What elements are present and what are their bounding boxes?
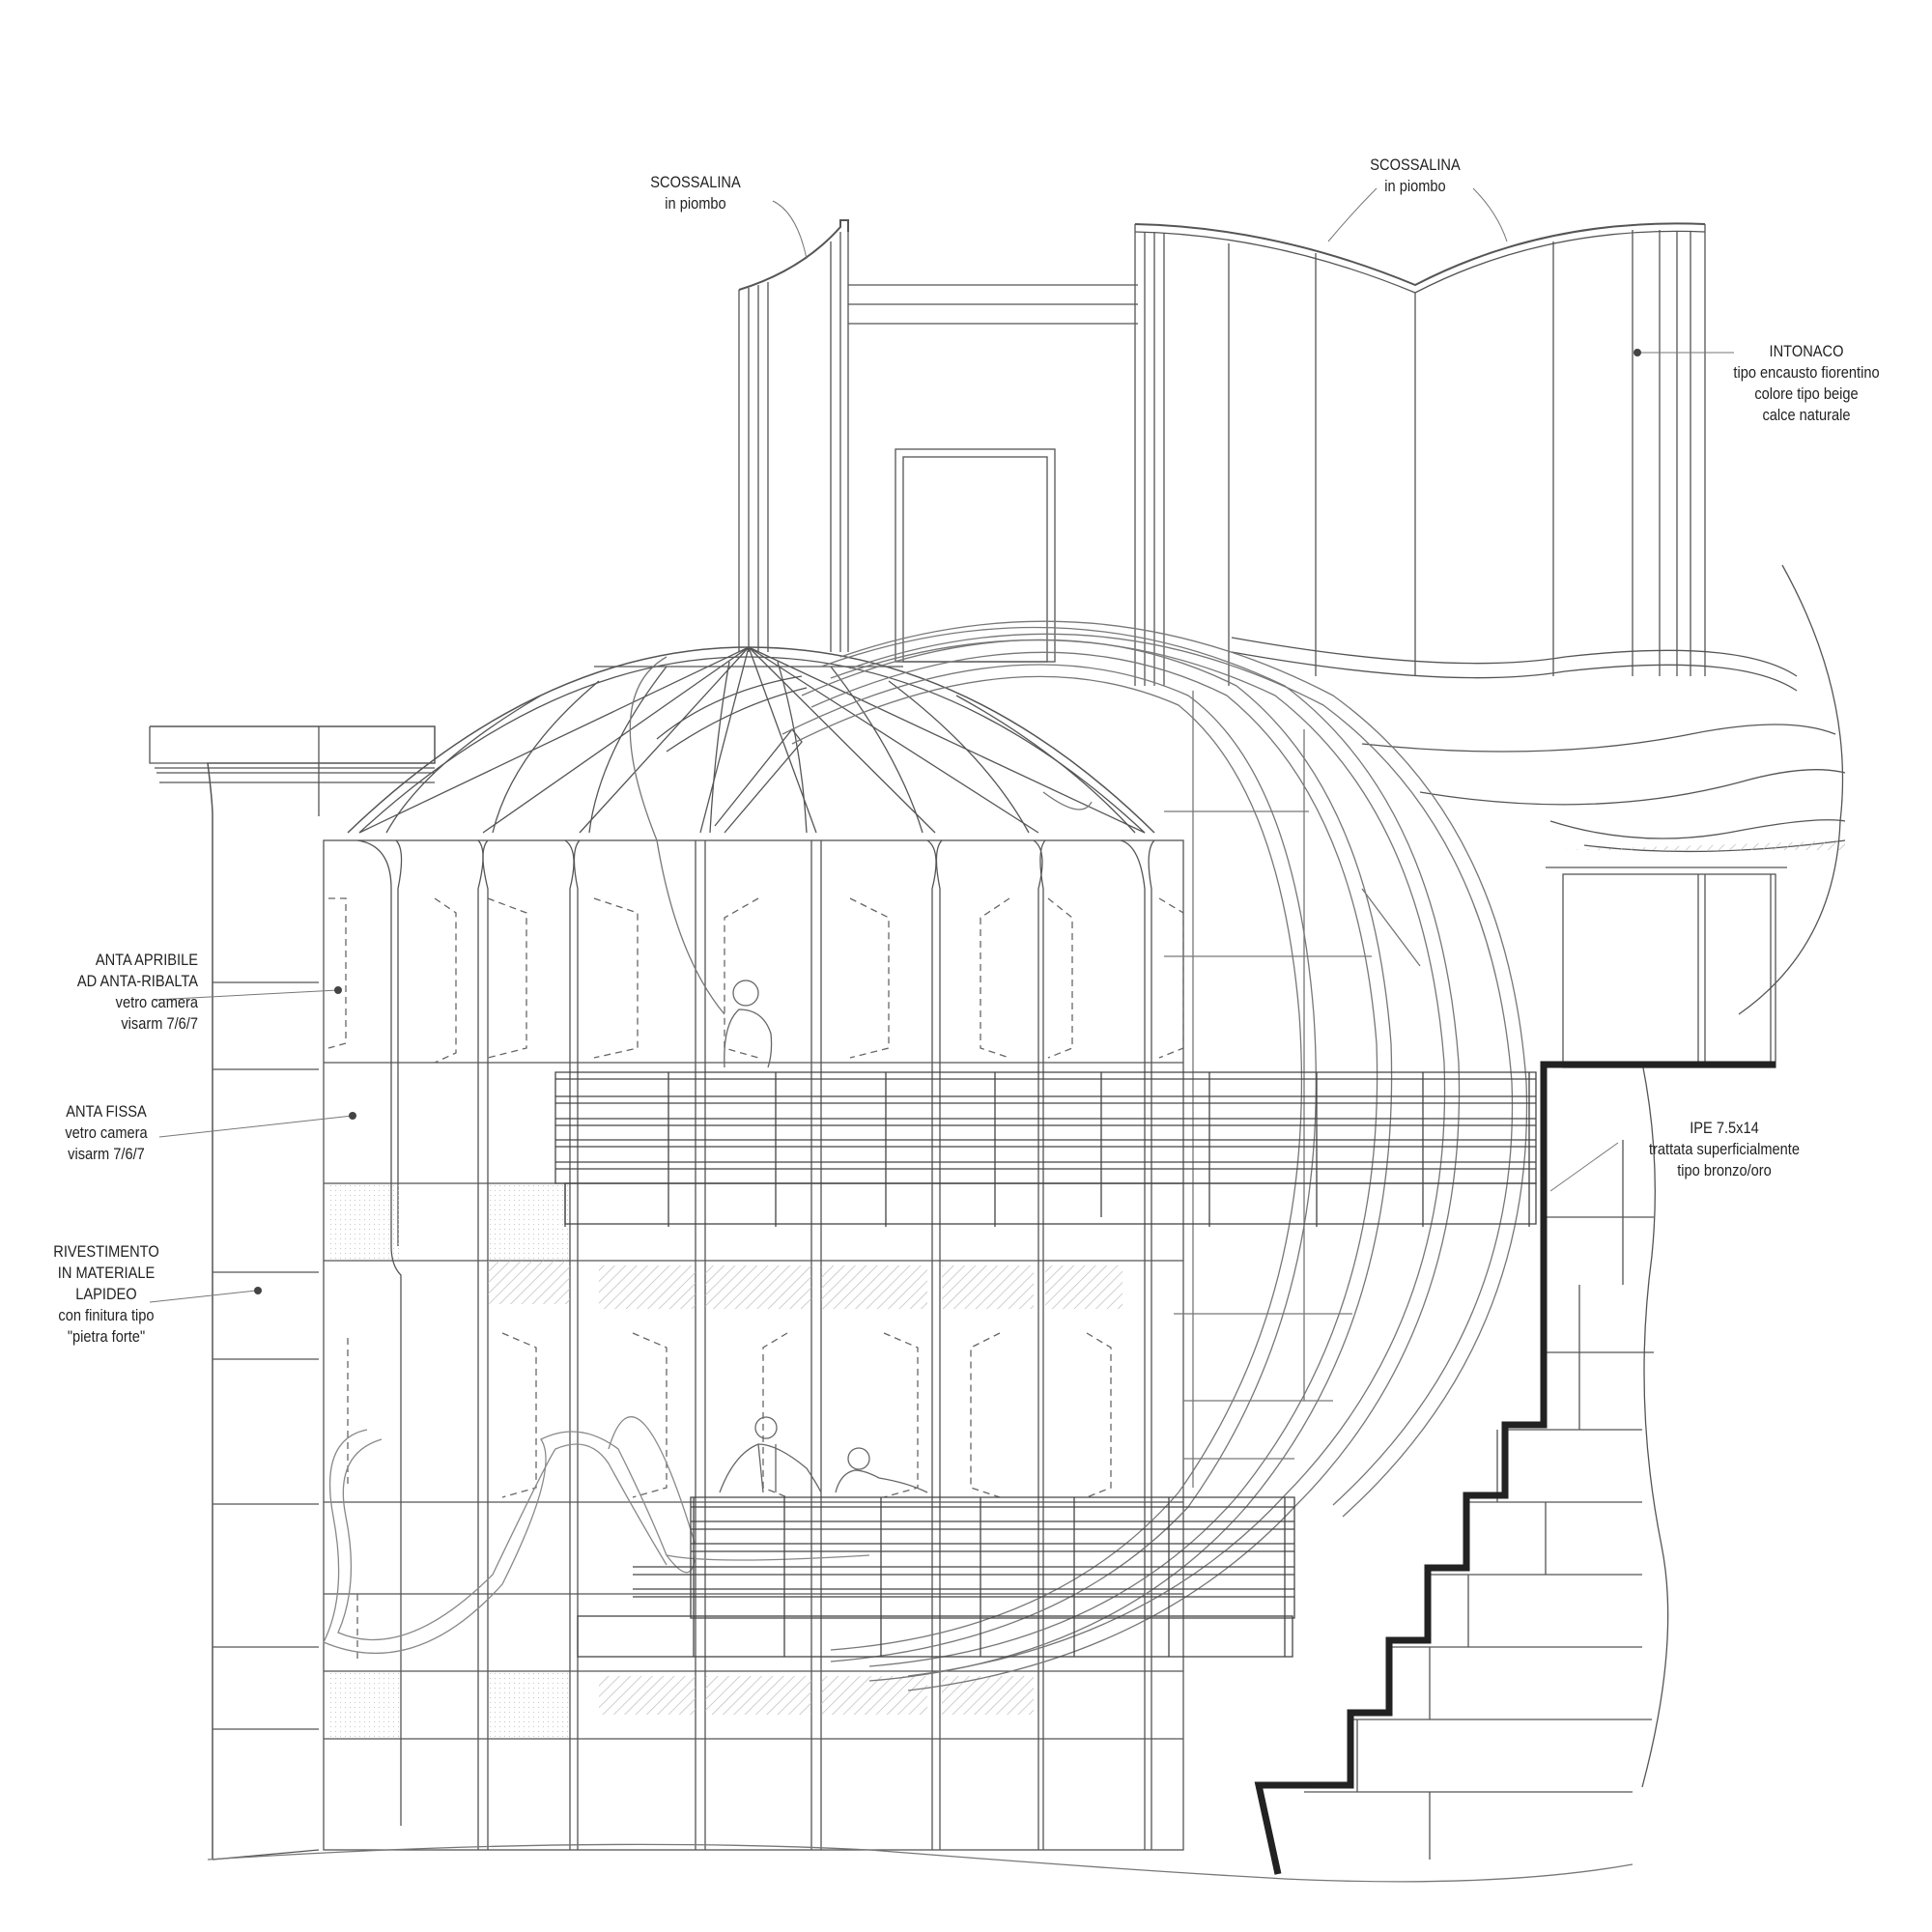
label-line: IPE 7.5x14 bbox=[1690, 1119, 1759, 1137]
hatched-spandrels bbox=[328, 1183, 1122, 1739]
label-anta-apribile: ANTA APRIBILE AD ANTA-RIBALTA vetro came… bbox=[44, 950, 198, 1035]
label-line: RIVESTIMENTO bbox=[53, 1242, 159, 1261]
ipe-steel-stair bbox=[1254, 1061, 1776, 1875]
label-line: visarm 7/6/7 bbox=[68, 1145, 145, 1163]
label-line: in piombo bbox=[665, 194, 726, 213]
leader-lines bbox=[149, 187, 1734, 1303]
right-building-windows bbox=[1546, 867, 1787, 1068]
label-line: calce naturale bbox=[1762, 406, 1851, 424]
glass-dome bbox=[347, 646, 1155, 834]
label-scossalina-left: SCOSSALINA in piombo bbox=[629, 172, 762, 214]
label-line: LAPIDEO bbox=[75, 1285, 137, 1303]
right-tower bbox=[1134, 222, 1706, 686]
label-line: SCOSSALINA bbox=[1370, 156, 1461, 174]
facade-grid bbox=[323, 839, 1184, 1851]
label-line: tipo bronzo/oro bbox=[1677, 1161, 1772, 1179]
lower-balcony bbox=[577, 1496, 1295, 1658]
label-line: ANTA FISSA bbox=[66, 1102, 147, 1121]
label-line: vetro camera bbox=[115, 993, 198, 1011]
stone-wall-right bbox=[1304, 1140, 1654, 1860]
label-line: IN MATERIALE bbox=[57, 1264, 156, 1282]
leader-dots bbox=[254, 349, 1641, 1294]
wavy-canopy bbox=[1231, 564, 1846, 1788]
left-tower bbox=[738, 219, 1138, 663]
label-line: INTONACO bbox=[1769, 342, 1844, 360]
label-line: tipo encausto fiorentino bbox=[1733, 363, 1880, 382]
upper-balcony bbox=[554, 1071, 1537, 1227]
label-line: con finitura tipo bbox=[58, 1306, 155, 1324]
label-line: SCOSSALINA bbox=[650, 173, 741, 191]
label-line: colore tipo beige bbox=[1754, 384, 1859, 403]
label-scossalina-right: SCOSSALINA in piombo bbox=[1349, 155, 1482, 197]
ground-curve bbox=[207, 1843, 1634, 1883]
label-intonaco: INTONACO tipo encausto fiorentino colore… bbox=[1707, 341, 1906, 426]
label-line: in piombo bbox=[1384, 177, 1446, 195]
label-line: vetro camera bbox=[65, 1123, 148, 1142]
human-figures bbox=[719, 980, 928, 1493]
label-line: ANTA APRIBILE bbox=[95, 951, 198, 969]
wavy-tubes-lower bbox=[323, 1416, 870, 1655]
stone-cladding-left bbox=[149, 725, 436, 1861]
sweeping-arc-structure bbox=[629, 620, 1528, 1691]
label-line: "pietra forte" bbox=[67, 1327, 146, 1346]
label-anta-fissa: ANTA FISSA vetro camera visarm 7/6/7 bbox=[40, 1101, 173, 1165]
casement-dashes bbox=[327, 897, 1184, 1662]
label-line: AD ANTA-RIBALTA bbox=[76, 972, 198, 990]
label-rivestimento: RIVESTIMENTO IN MATERIALE LAPIDEO con fi… bbox=[32, 1241, 182, 1348]
label-line: trattata superficialmente bbox=[1648, 1140, 1801, 1158]
label-line: visarm 7/6/7 bbox=[121, 1014, 198, 1033]
label-ipe: IPE 7.5x14 trattata superficialmente tip… bbox=[1629, 1118, 1820, 1181]
